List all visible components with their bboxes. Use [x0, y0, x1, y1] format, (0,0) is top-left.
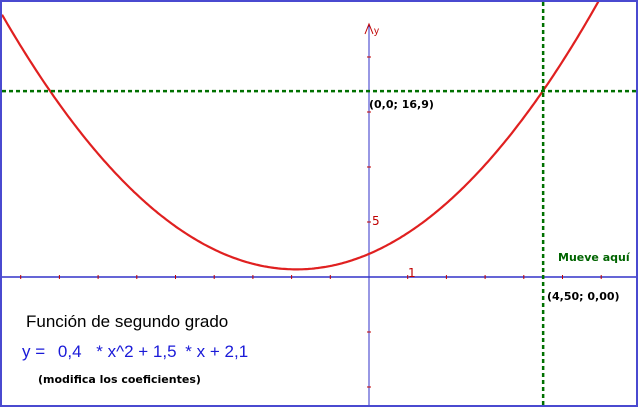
handle-point-label: (4,50; 0,00) [547, 290, 620, 303]
x-tick-label: 1 [408, 266, 416, 280]
move-here-label[interactable]: Mueve aquí [558, 251, 630, 264]
y-axis-ticks [367, 56, 371, 388]
coefficient-a[interactable]: 0,4 [57, 342, 82, 361]
panel-title: Función de segundo grado [26, 312, 229, 331]
parabola-curve [2, 2, 600, 271]
term-x: * x + [185, 342, 220, 361]
formula-lhs: y = [22, 342, 46, 361]
term-x-squared: * x^2 + [96, 342, 149, 361]
coefficient-c[interactable]: 2,1 [224, 342, 249, 361]
modify-coefficients-hint: (modifica los coeficientes) [38, 373, 201, 386]
coefficient-b[interactable]: 1,5 [152, 342, 177, 361]
y-axis-arrow-icon [364, 22, 374, 35]
formula-row: y = 0,4 * x^2 + 1,5 * x + 2,1 [22, 342, 248, 362]
y-axis-label: y [374, 26, 379, 37]
intercept-point-label: (0,0; 16,9) [369, 98, 434, 111]
x-axis-ticks [20, 275, 602, 279]
y-tick-label: 5 [372, 214, 380, 228]
